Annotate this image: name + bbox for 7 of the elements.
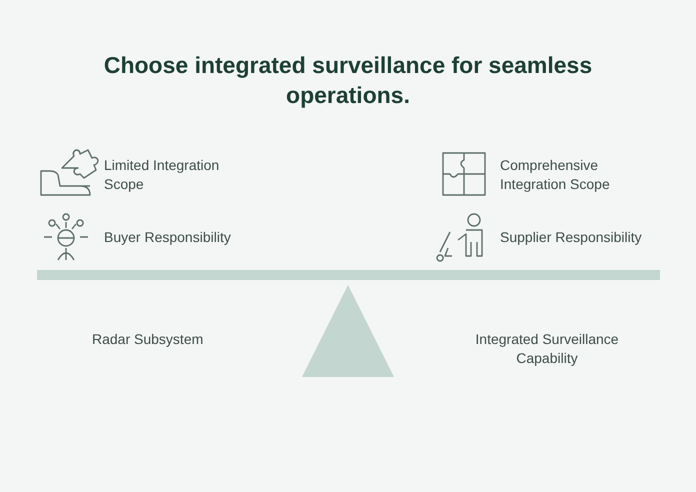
label: Comprehensive Integration Scope — [500, 156, 611, 194]
label: Buyer Responsibility — [104, 228, 232, 247]
label: Integrated Surveillance Capability — [474, 330, 620, 368]
label: Supplier Responsibility — [500, 228, 643, 247]
title: Choose integrated surveillance for seamless operations. — [102, 51, 594, 110]
label: Limited Integration Scope — [104, 156, 220, 194]
label: Radar Subsystem — [92, 330, 204, 349]
